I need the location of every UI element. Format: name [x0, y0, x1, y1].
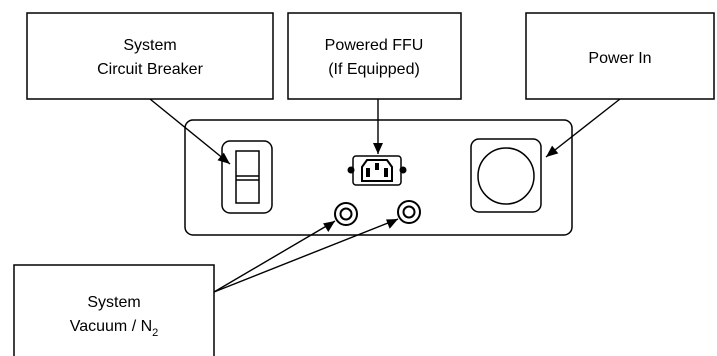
- label-breaker: System Circuit Breaker: [26, 12, 274, 100]
- pointer-vacuum-2-arrowhead: [386, 219, 398, 229]
- label-vacuum-line2: Vacuum / N2: [70, 318, 159, 339]
- pointer-breaker-arrowhead: [217, 152, 230, 164]
- label-vacuum-line2-text: Vacuum / N: [70, 318, 152, 335]
- label-vacuum-line1: System: [87, 294, 140, 311]
- round-power-inlet-icon: [470, 138, 542, 213]
- pointer-vacuum-1-arrowhead: [323, 221, 335, 232]
- label-breaker-line1: System: [123, 37, 176, 54]
- label-vacuum: System Vacuum / N2: [13, 264, 215, 356]
- pointer-breaker: [149, 98, 231, 165]
- label-ffu-box: [287, 12, 462, 100]
- pointer-ffu-arrowhead: [373, 143, 383, 154]
- pointer-power-in-arrowhead: [546, 145, 559, 157]
- label-ffu-line2: (If Equipped): [328, 61, 420, 78]
- label-ffu-line1: Powered FFU: [325, 37, 424, 54]
- pointer-vacuum-2: [213, 218, 399, 293]
- pointer-vacuum-1: [213, 220, 336, 293]
- vacuum-fitting-icon: [334, 200, 421, 226]
- label-breaker-box: [26, 12, 274, 100]
- label-power-in-box: [525, 12, 715, 100]
- label-vacuum-line2-subscript: 2: [152, 327, 158, 339]
- pointer-power-in: [545, 98, 621, 158]
- label-ffu: Powered FFU (If Equipped): [287, 12, 462, 100]
- label-breaker-line2: Circuit Breaker: [97, 61, 203, 78]
- iec-power-socket-icon: [347, 155, 407, 186]
- pointer-lines: [149, 98, 621, 293]
- label-vacuum-box: [13, 264, 215, 356]
- circuit-breaker-switch-icon: [221, 140, 273, 214]
- label-power-in-line1: Power In: [588, 50, 651, 67]
- label-power-in: Power In: [525, 12, 715, 100]
